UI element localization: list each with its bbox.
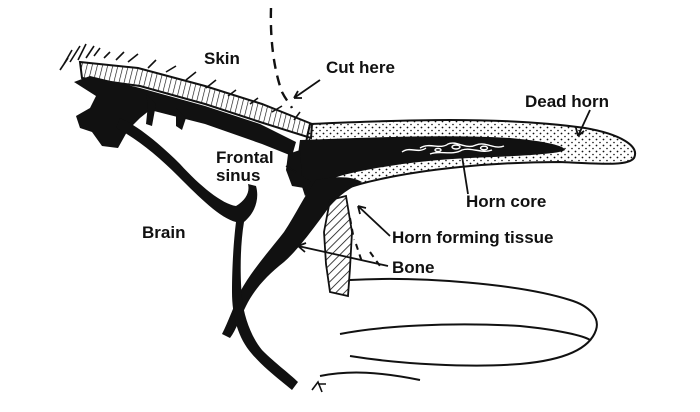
cut-line bbox=[269, 7, 294, 109]
jaw-line bbox=[319, 371, 421, 381]
bone-plate bbox=[323, 194, 353, 298]
core-trabeculae bbox=[401, 142, 505, 155]
orbit-outline bbox=[349, 278, 598, 367]
label-skin: Skin bbox=[204, 49, 240, 68]
dead-horn-leader bbox=[575, 109, 591, 137]
orbit-inner-line bbox=[339, 323, 591, 341]
label-frontal-sinus-line-1: Frontal bbox=[216, 148, 274, 167]
sinus-wall bbox=[286, 150, 312, 188]
dura-twig-2 bbox=[176, 108, 186, 130]
horn-core-shape bbox=[296, 136, 565, 196]
cut-arrow bbox=[293, 79, 321, 99]
label-brain: Brain bbox=[142, 223, 186, 242]
label-horn-forming-tissue: Horn forming tissue bbox=[392, 228, 554, 247]
label-dead-horn: Dead horn bbox=[525, 92, 610, 111]
label-frontal-sinus: Frontal sinus bbox=[216, 149, 274, 185]
bone-leader bbox=[297, 242, 389, 267]
dura-branches bbox=[116, 118, 298, 390]
frontal-bone bbox=[74, 76, 296, 156]
tissue-leader bbox=[357, 205, 391, 237]
label-bone: Bone bbox=[392, 258, 435, 277]
label-horn-core: Horn core bbox=[466, 192, 547, 211]
horn-core-leader bbox=[461, 155, 469, 195]
sinus-leader bbox=[285, 165, 297, 173]
label-frontal-sinus-line-2: sinus bbox=[216, 165, 261, 185]
label-cut-here: Cut here bbox=[326, 58, 395, 77]
dura-twig bbox=[146, 94, 156, 126]
small-mark bbox=[311, 380, 326, 393]
hair-strokes bbox=[59, 43, 301, 121]
